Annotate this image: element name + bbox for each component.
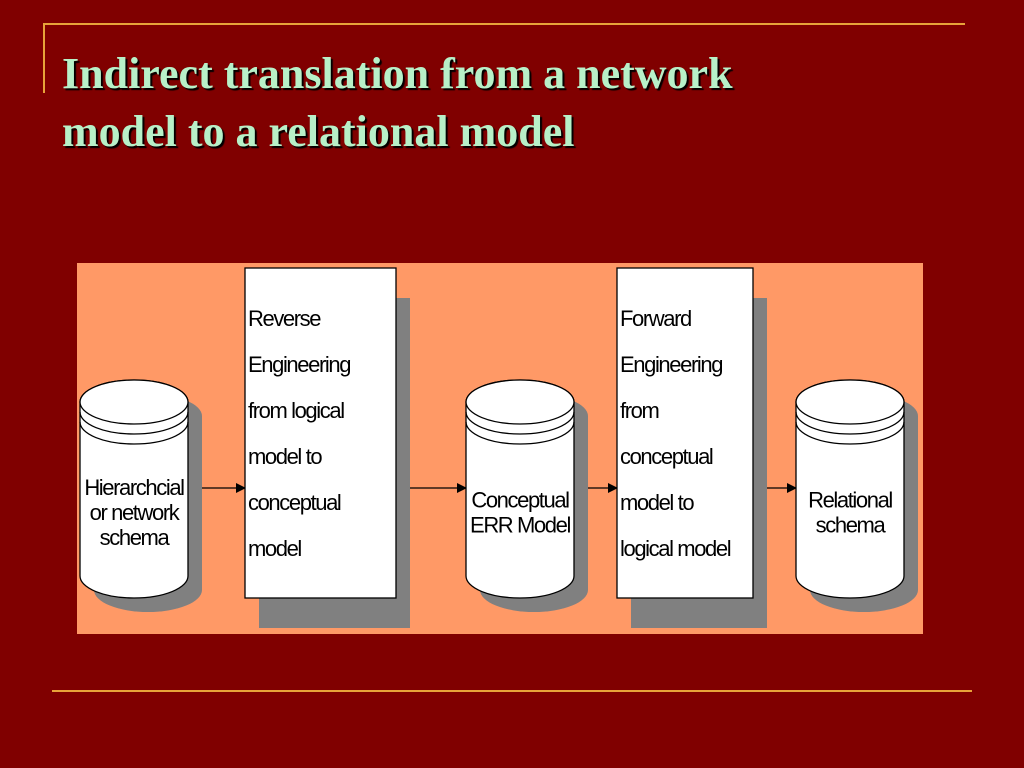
relational-schema-label-line-1: Relational [808,488,892,513]
reverse-engineering-label-line-3: from logical [248,398,344,423]
slide-title-line-2: model to a relational model [62,107,575,156]
top-divider-line [43,23,965,25]
hierarchical-schema-label-line-2: or network [90,500,181,525]
left-accent-line [43,23,45,93]
conceptual-err-model-cylinder-top [465,379,575,425]
forward-engineering-label-line-3: from [620,398,658,423]
conceptual-err-model-cylinder-band-1 [465,411,575,435]
hierarchical-schema-cylinder-band-1 [79,411,189,435]
forward-engineering-label-line-2: Engineering [620,352,722,377]
relational-schema-cylinder-band-2 [795,421,905,445]
relational-schema-cylinder-top [795,379,905,425]
bottom-divider-line [52,690,972,692]
conceptual-err-model-cylinder-band-2 [465,421,575,445]
reverse-engineering-label-line-5: conceptual [248,490,341,515]
relational-schema-label-line-2: schema [816,513,887,538]
reverse-engineering-box [244,267,397,599]
forward-engineering-box [616,267,754,599]
slide-title-line-1: Indirect translation from a network [62,49,733,98]
reverse-engineering-label-line-4: model to [248,444,322,469]
hierarchical-schema-cylinder-top [79,379,189,425]
conceptual-err-model-label-line-1: Conceptual [471,488,569,513]
conceptual-err-model-label-line-2: ERR Model [470,513,570,538]
hierarchical-schema-label-line-3: schema [100,525,171,550]
slide-title: Indirect translation from a network mode… [62,45,962,161]
forward-engineering-label-line-6: logical model [620,536,731,561]
reverse-engineering-label-line-1: Reverse [248,306,321,331]
reverse-engineering-label-line-2: Engineering [248,352,350,377]
relational-schema-cylinder-band-1 [795,411,905,435]
forward-engineering-label-line-1: Forward [620,306,691,331]
forward-engineering-label-line-4: conceptual [620,444,713,469]
hierarchical-schema-cylinder-band-2 [79,421,189,445]
hierarchical-schema-label-line-1: Hierarchcial [84,475,184,500]
forward-engineering-label-line-5: model to [620,490,694,515]
reverse-engineering-label-line-6: model [248,536,301,561]
